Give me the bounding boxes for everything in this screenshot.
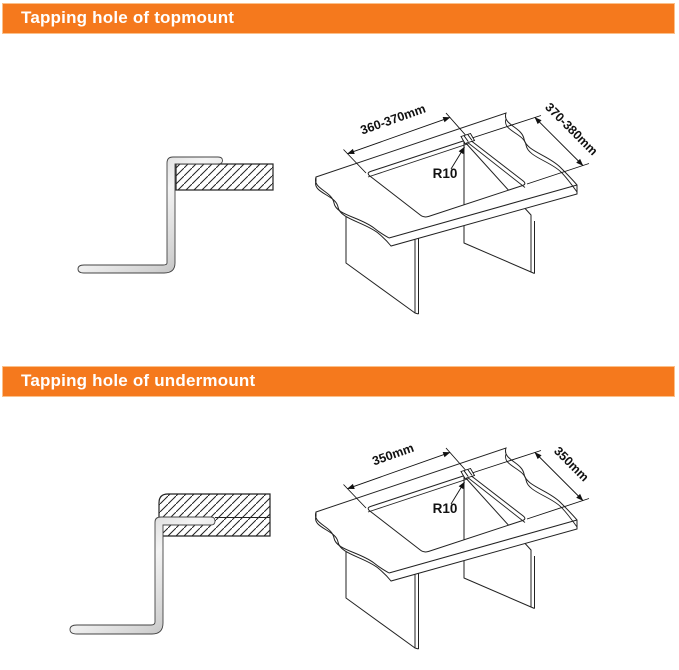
cross-section-undermount xyxy=(69,493,271,635)
header-bar-topmount: Tapping hole of topmount xyxy=(2,3,675,34)
section-title-topmount: Tapping hole of topmount xyxy=(21,8,235,27)
depth-dimension-label: 350mm xyxy=(551,444,591,484)
radius-label: R10 xyxy=(433,501,458,516)
dimension-depth-line xyxy=(534,452,584,501)
countertop-block xyxy=(158,493,271,537)
depth-dimension-label: 370-380mm xyxy=(542,100,600,158)
section-title-undermount: Tapping hole of undermount xyxy=(21,371,256,390)
cross-section-topmount xyxy=(77,156,274,274)
countertop-block xyxy=(175,163,274,191)
width-dimension-label: 350mm xyxy=(370,441,415,469)
radius-leader xyxy=(450,481,465,505)
isometric-topmount: 360-370mm 370-380mm R10 xyxy=(315,100,600,315)
isometric-undermount: 350mm 350mm R10 xyxy=(315,441,592,650)
annotations xyxy=(343,112,590,185)
dimension-width-line xyxy=(347,116,451,155)
header-bar-undermount: Tapping hole of undermount xyxy=(2,366,675,397)
radius-label: R10 xyxy=(433,166,458,181)
metal-rim-profile xyxy=(77,156,223,274)
width-dimension-label: 360-370mm xyxy=(359,102,428,138)
metal-rim-profile xyxy=(69,516,216,635)
radius-leader xyxy=(450,146,465,170)
annotations xyxy=(343,447,590,520)
counter-slab xyxy=(315,447,578,582)
dimension-width-line xyxy=(347,451,451,490)
dimension-depth-line xyxy=(534,117,584,166)
